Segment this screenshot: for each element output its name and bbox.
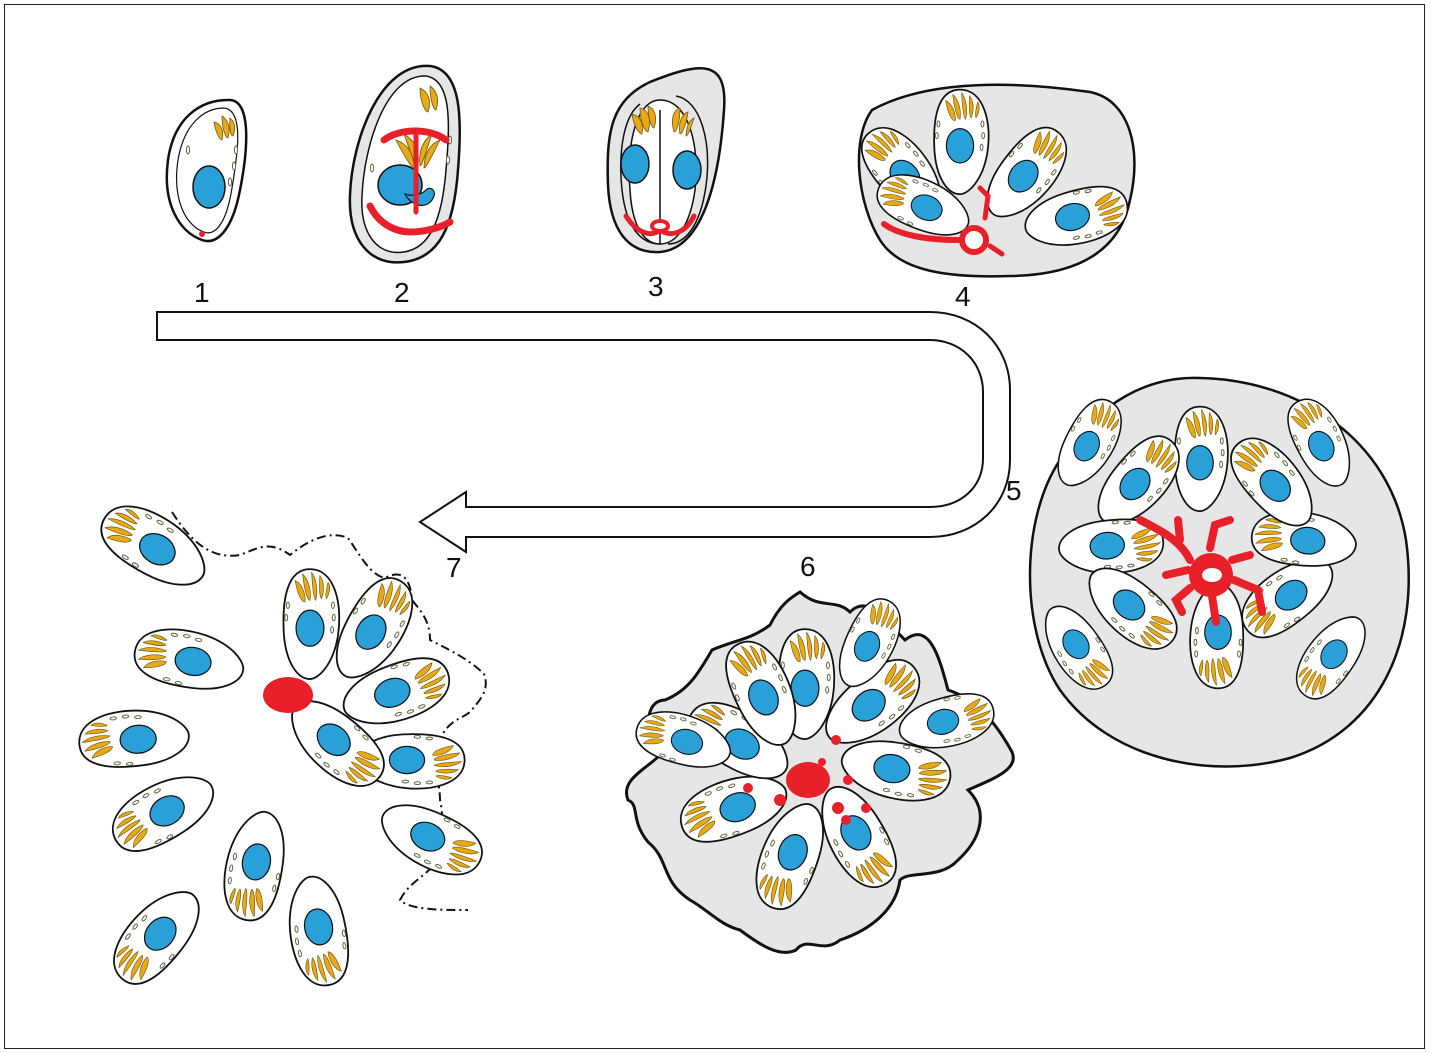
stage-4-cell [850, 85, 1135, 277]
stage-3-cell [608, 68, 725, 252]
u-turn-arrow-icon [157, 312, 1010, 552]
stage-label-7: 7 [446, 552, 462, 583]
stage-6-rosette [626, 591, 1013, 952]
stage-2-cell [350, 66, 460, 263]
stage-label-2: 2 [394, 277, 410, 308]
stage-7-dispersal [77, 492, 491, 996]
stage-label-1: 1 [194, 277, 210, 308]
stage-label-5: 5 [1006, 475, 1022, 506]
stage-label-6: 6 [800, 551, 816, 582]
stage-label-4: 4 [955, 281, 971, 312]
stage-5-rosette [1030, 378, 1409, 767]
stage-1-cell [167, 100, 246, 241]
stage-label-3: 3 [648, 271, 664, 302]
